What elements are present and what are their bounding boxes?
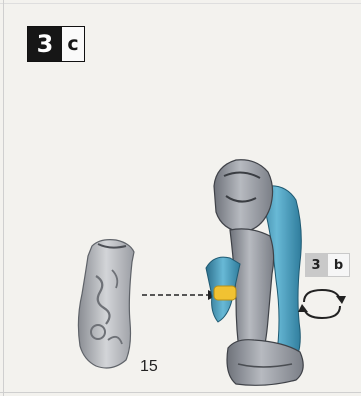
reference-badge: 3 b [305,253,350,277]
figure-assembly [206,160,303,386]
part-number-label: 15 [140,358,158,376]
reference-sub-letter: b [327,253,350,277]
part-15-piece [78,240,134,368]
rotate-arrows-icon [298,290,346,318]
reference-number: 3 [305,253,327,277]
assembly-arrow [142,290,218,300]
